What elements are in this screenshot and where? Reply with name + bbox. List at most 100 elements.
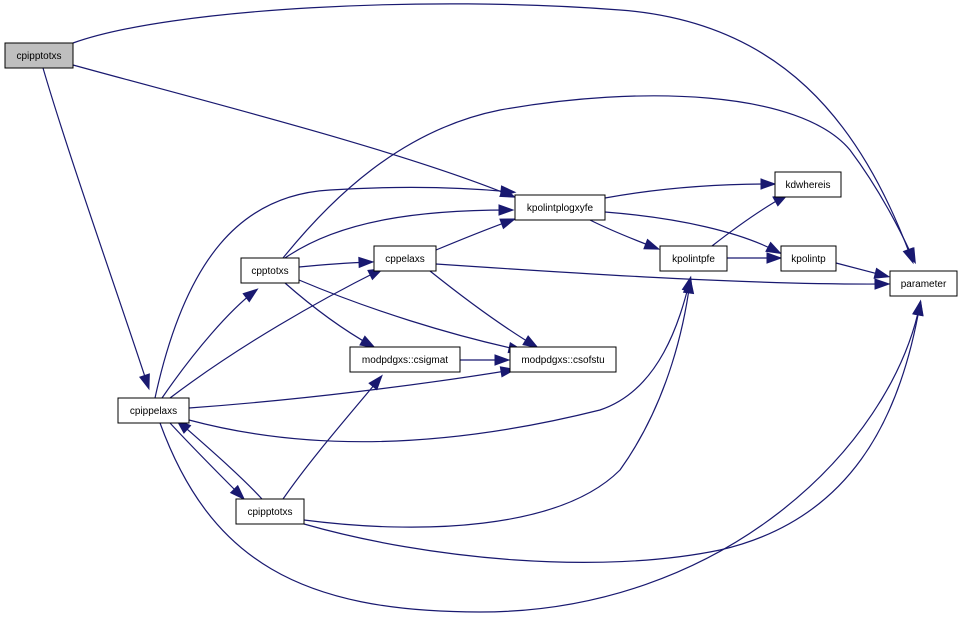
edge-line xyxy=(298,279,521,351)
edge-line xyxy=(154,186,513,399)
node-label[interactable]: modpdgxs::csofstu xyxy=(521,355,604,366)
edge-line xyxy=(284,209,511,259)
edge-kpolintplogxyfe-to-kdwhereis xyxy=(604,178,777,199)
node-kpolintpfe[interactable]: kpolintpfe xyxy=(659,245,728,272)
node-parameter[interactable]: parameter xyxy=(889,270,958,297)
edge-cpipptotxs-to-parameter xyxy=(303,299,924,563)
edge-cpptotxs-to-cppelaxs xyxy=(298,256,375,269)
arrowhead-icon xyxy=(766,252,783,264)
arrowhead-icon xyxy=(643,238,661,250)
node-kpolintplogxyfe[interactable]: kpolintplogxyfe xyxy=(514,194,606,221)
node-box[interactable] xyxy=(659,245,728,272)
node-cppelaxs[interactable]: cppelaxs xyxy=(373,245,437,272)
node-label[interactable]: kpolintplogxyfe xyxy=(527,203,594,214)
node-cpippelaxs[interactable]: cpippelaxs xyxy=(117,397,190,424)
arrowhead-icon xyxy=(765,241,782,255)
node-label[interactable]: parameter xyxy=(901,279,947,290)
node-box[interactable] xyxy=(509,346,617,373)
edge-line xyxy=(169,269,381,399)
node-label[interactable]: cpippelaxs xyxy=(130,406,177,417)
edge-cpipptotxs_root-to-parameter xyxy=(72,3,914,265)
arrowhead-icon xyxy=(499,218,517,230)
edge-cpippelaxs-to-modpdgxs_csofstu xyxy=(188,366,517,409)
arrowhead-icon xyxy=(359,335,376,349)
node-cpipptotxs[interactable]: cpipptotxs xyxy=(235,498,305,525)
arrowhead-icon xyxy=(873,267,891,279)
arrowhead-icon xyxy=(139,373,150,391)
arrowhead-icon xyxy=(903,247,916,265)
arrowhead-icon xyxy=(874,278,891,290)
node-box[interactable] xyxy=(349,346,461,373)
node-box[interactable] xyxy=(889,270,958,297)
arrowhead-icon xyxy=(358,256,375,269)
node-kdwhereis[interactable]: kdwhereis xyxy=(774,171,842,198)
arrowhead-icon xyxy=(229,484,246,501)
node-label[interactable]: kpolintp xyxy=(791,254,826,265)
node-box[interactable] xyxy=(235,498,305,525)
edge-kpolintplogxyfe-to-kpolintpfe xyxy=(589,219,661,250)
edge-line xyxy=(161,290,256,399)
node-box[interactable] xyxy=(774,171,842,198)
node-label[interactable]: kdwhereis xyxy=(785,180,830,191)
arrowhead-icon xyxy=(760,178,777,190)
nodes-layer: cpipptotxs cpippelaxs cpptotxs cppelaxs modp… xyxy=(4,42,958,525)
node-modpdgxs_csigmat[interactable]: modpdgxs::csigmat xyxy=(349,346,461,373)
edge-cpptotxs-to-kpolintplogxyfe xyxy=(284,204,515,259)
edge-line xyxy=(72,3,913,261)
edge-line xyxy=(72,64,513,197)
node-cpipptotxs_root[interactable]: cpipptotxs xyxy=(4,42,74,69)
node-box[interactable] xyxy=(780,245,837,272)
edge-kpolintpfe-to-kdwhereis xyxy=(711,193,789,247)
edge-line xyxy=(178,421,263,500)
node-modpdgxs_csofstu[interactable]: modpdgxs::csofstu xyxy=(509,346,617,373)
arrowhead-icon xyxy=(242,288,259,303)
edge-line xyxy=(429,270,536,347)
edge-cpipptotxs-to-modpdgxs_csigmat xyxy=(282,374,383,500)
edges-layer xyxy=(42,3,924,613)
edge-modpdgxs_csigmat-to-modpdgxs_csofstu xyxy=(460,354,511,366)
edge-line xyxy=(159,303,921,613)
edge-line xyxy=(303,281,691,528)
edge-cpptotxs-to-modpdgxs_csigmat xyxy=(284,282,376,349)
edge-cppelaxs-to-kpolintplogxyfe xyxy=(435,218,517,251)
node-box[interactable] xyxy=(240,257,300,284)
node-box[interactable] xyxy=(4,42,74,69)
node-kpolintp[interactable]: kpolintp xyxy=(780,245,837,272)
node-box[interactable] xyxy=(514,194,606,221)
arrowhead-icon xyxy=(494,354,511,366)
edge-line xyxy=(604,183,773,199)
edge-cpippelaxs-to-cpipptotxs xyxy=(169,422,246,501)
arrowhead-icon xyxy=(498,204,515,216)
edge-kpolintplogxyfe-to-kpolintp xyxy=(604,211,782,255)
node-label[interactable]: cpipptotxs xyxy=(16,51,61,62)
edge-cppelaxs-to-modpdgxs_csofstu xyxy=(429,270,539,349)
edge-line xyxy=(188,369,513,409)
edge-kpolintp-to-parameter xyxy=(835,262,891,279)
edge-cpipptotxs_root-to-cpippelaxs xyxy=(42,67,150,391)
node-label[interactable]: cpptotxs xyxy=(251,266,288,277)
edge-kpolintpfe-to-kpolintp xyxy=(727,252,783,264)
edge-cpptotxs-to-parameter xyxy=(282,95,916,265)
edge-line xyxy=(282,377,381,500)
node-label[interactable]: cppelaxs xyxy=(385,254,424,265)
edge-line xyxy=(188,279,691,443)
edge-line xyxy=(435,263,887,285)
arrowhead-icon xyxy=(522,335,539,349)
node-box[interactable] xyxy=(117,397,190,424)
edge-line xyxy=(435,219,513,251)
edge-line xyxy=(284,282,373,347)
edge-cpippelaxs-to-kpolintplogxyfe xyxy=(154,185,517,399)
arrowhead-icon xyxy=(912,299,924,317)
node-box[interactable] xyxy=(373,245,437,272)
node-label[interactable]: modpdgxs::csigmat xyxy=(362,355,448,366)
edge-cpippelaxs-to-cpptotxs xyxy=(161,288,259,399)
edge-line xyxy=(169,422,243,498)
edge-cpipptotxs-to-kpolintpfe xyxy=(303,277,695,528)
arrowhead-icon xyxy=(682,277,695,295)
node-cpptotxs[interactable]: cpptotxs xyxy=(240,257,300,284)
node-label[interactable]: cpipptotxs xyxy=(247,507,292,518)
edge-line xyxy=(303,303,921,563)
edge-cpipptotxs_root-to-kpolintplogxyfe xyxy=(72,64,517,198)
edge-line xyxy=(604,211,779,253)
node-label[interactable]: kpolintpfe xyxy=(672,254,715,265)
